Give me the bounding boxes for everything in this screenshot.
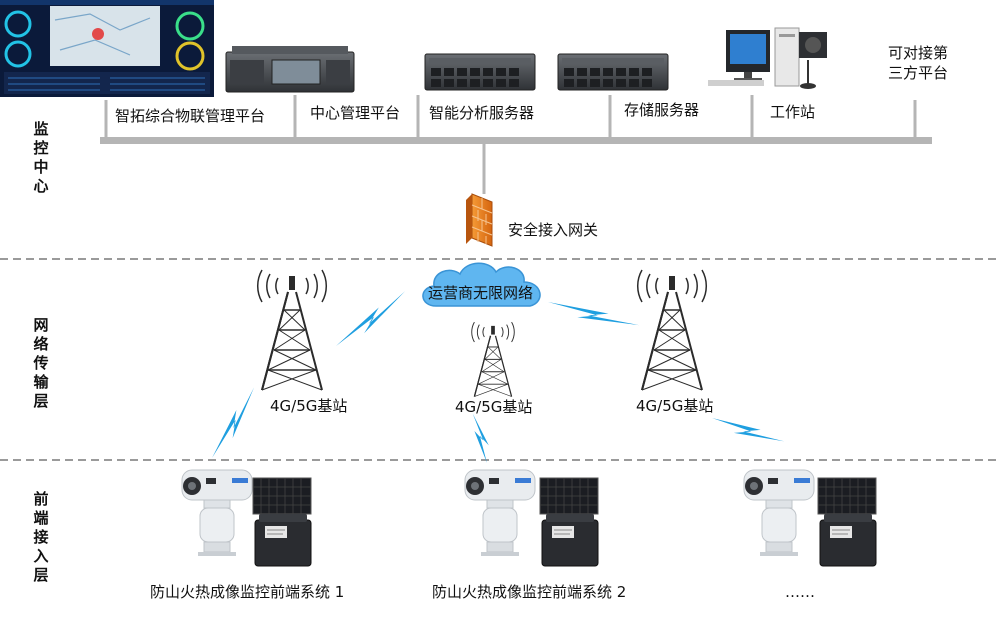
- platform-screen-image: [0, 0, 214, 97]
- base-station-tower-right: [636, 269, 708, 391]
- network-bus: [100, 137, 932, 144]
- label-third-party-line1: 可对接第: [888, 44, 949, 62]
- wireless-link-tower-frontend-right: [711, 404, 785, 457]
- frontend-system-3-devices: [743, 469, 877, 567]
- firewall-icon: [466, 193, 493, 247]
- wireless-link-tower-frontend-left: [200, 387, 268, 460]
- layer-frontend-access: 前端接入层: [33, 490, 49, 584]
- cloud-icon: [422, 262, 541, 307]
- label-gateway: 安全接入网关: [508, 221, 599, 239]
- label-frontend-more: ……: [785, 583, 815, 601]
- frontend-system-1-devices: [181, 469, 312, 567]
- label-frontend-system-1: 防山火热成像监控前端系统 1: [150, 583, 345, 601]
- label-third-party-line2: 三方平台: [888, 64, 949, 82]
- label-workstation: 工作站: [770, 103, 816, 121]
- label-base-station-left: 4G/5G基站: [270, 397, 348, 415]
- label-analysis-server: 智能分析服务器: [429, 104, 535, 122]
- layer-network-transport: 网络传输层: [33, 316, 49, 410]
- wireless-link-tower-frontend-middle: [472, 413, 489, 463]
- label-cloud: 运营商无限网络: [428, 284, 534, 302]
- label-storage-server: 存储服务器: [624, 101, 700, 119]
- workstation-device: [708, 27, 827, 89]
- label-platform-iot: 智拓综合物联管理平台: [115, 107, 266, 125]
- label-central-mgmt: 中心管理平台: [310, 104, 401, 122]
- layer-monitoring-center: 监控中心: [33, 120, 49, 195]
- frontend-system-2-devices: [464, 469, 599, 567]
- label-base-station-middle: 4G/5G基站: [455, 398, 533, 416]
- central-mgmt-device: [225, 46, 355, 93]
- label-base-station-right: 4G/5G基站: [636, 397, 714, 415]
- base-station-tower-left: [256, 269, 328, 391]
- base-station-tower-middle: [471, 321, 515, 398]
- label-frontend-system-2: 防山火热成像监控前端系统 2: [432, 583, 627, 601]
- bus-drops: [104, 95, 917, 194]
- wireless-link-cloud-right: [547, 287, 640, 342]
- wireless-link-cloud-left: [328, 291, 414, 348]
- storage-server-device: [557, 53, 669, 91]
- analysis-server-device: [424, 53, 536, 91]
